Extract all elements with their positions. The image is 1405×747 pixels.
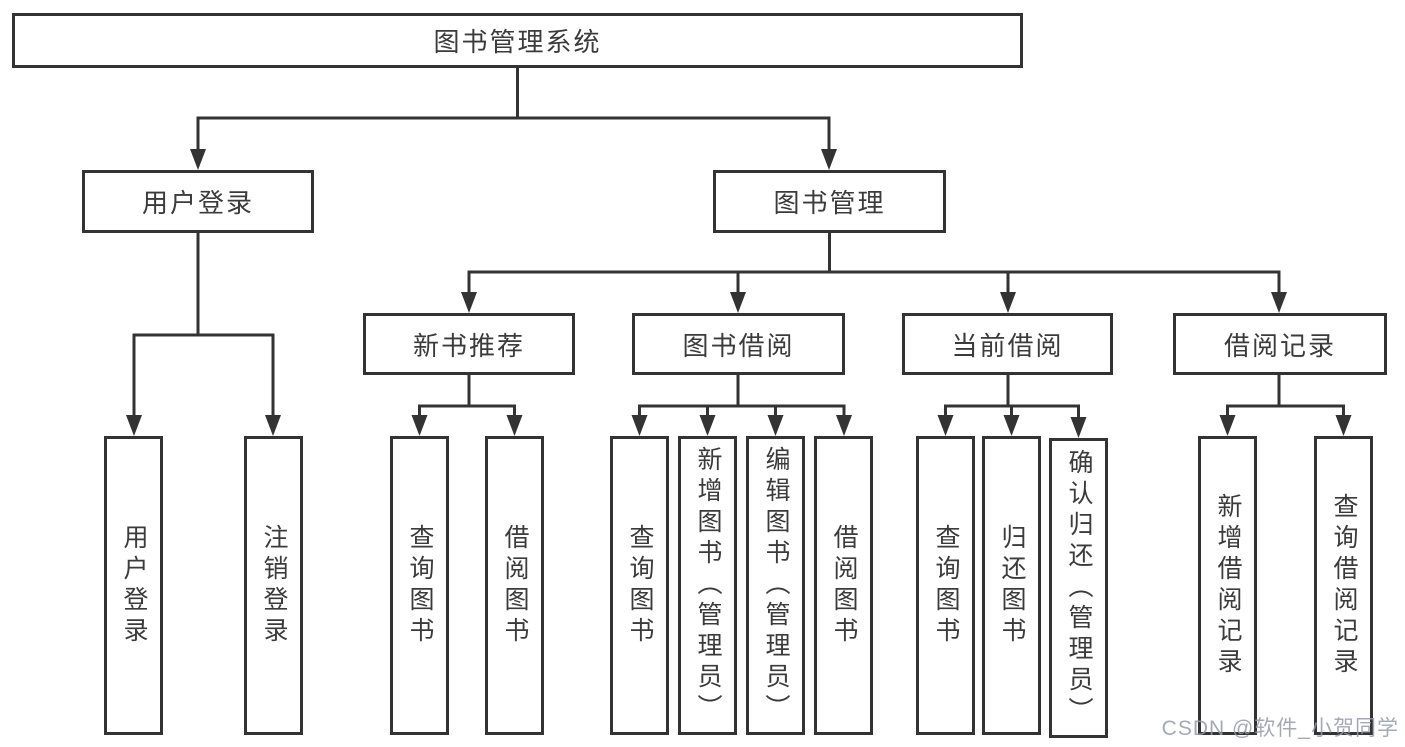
- node-nbr-borrow-books-label: 借阅图书: [501, 523, 529, 648]
- node-cb-query-books: 查询图书: [916, 436, 975, 735]
- node-book-management-branch: 图书管理: [713, 170, 946, 233]
- node-user-login-branch-label: 用户登录: [141, 188, 254, 218]
- node-cb-confirm-return-label: 确认归还（管理员）: [1065, 448, 1093, 728]
- node-bb-add-books: 新增图书（管理员）: [678, 436, 737, 735]
- node-current-borrowing-label: 当前借阅: [951, 330, 1064, 361]
- node-book-borrowing-label: 图书借阅: [682, 330, 795, 361]
- node-bb-borrow-books: 借阅图书: [814, 436, 873, 735]
- node-book-borrowing: 图书借阅: [632, 313, 845, 375]
- node-current-borrowing: 当前借阅: [902, 313, 1113, 375]
- node-logout: 注销登录: [244, 436, 303, 735]
- node-root-label: 图书管理系统: [433, 27, 602, 57]
- node-bb-query-books-label: 查询图书: [626, 523, 654, 648]
- node-bb-edit-books-label: 编辑图书（管理员）: [762, 446, 790, 725]
- node-br-query-record-label: 查询借阅记录: [1330, 492, 1358, 679]
- node-cb-query-books-label: 查询图书: [932, 523, 960, 648]
- node-br-add-record: 新增借阅记录: [1198, 436, 1257, 735]
- node-cb-return-books-label: 归还图书: [998, 523, 1026, 648]
- node-user-login-branch: 用户登录: [82, 170, 314, 233]
- node-nbr-borrow-books: 借阅图书: [485, 436, 544, 735]
- node-new-book-recommend: 新书推荐: [363, 313, 575, 375]
- node-borrowing-records-label: 借阅记录: [1223, 330, 1336, 361]
- node-bb-edit-books: 编辑图书（管理员）: [746, 436, 805, 735]
- node-login-label: 用户登录: [120, 523, 148, 648]
- node-logout-label: 注销登录: [260, 523, 288, 648]
- node-bb-query-books: 查询图书: [610, 436, 669, 735]
- node-br-add-record-label: 新增借阅记录: [1214, 492, 1242, 679]
- node-cb-return-books: 归还图书: [982, 436, 1041, 735]
- node-bb-add-books-label: 新增图书（管理员）: [694, 446, 722, 725]
- node-login: 用户登录: [104, 436, 163, 735]
- csdn-watermark: CSDN @软件_小贺同学: [1161, 717, 1399, 740]
- node-nbr-query-books: 查询图书: [390, 436, 449, 735]
- node-cb-confirm-return: 确认归还（管理员）: [1049, 438, 1108, 738]
- node-book-management-branch-label: 图书管理: [773, 188, 886, 218]
- node-bb-borrow-books-label: 借阅图书: [830, 523, 858, 648]
- node-br-query-record: 查询借阅记录: [1314, 436, 1373, 735]
- node-nbr-query-books-label: 查询图书: [406, 523, 434, 648]
- node-new-book-recommend-label: 新书推荐: [412, 330, 525, 361]
- node-borrowing-records: 借阅记录: [1173, 313, 1387, 375]
- node-root: 图书管理系统: [12, 13, 1023, 68]
